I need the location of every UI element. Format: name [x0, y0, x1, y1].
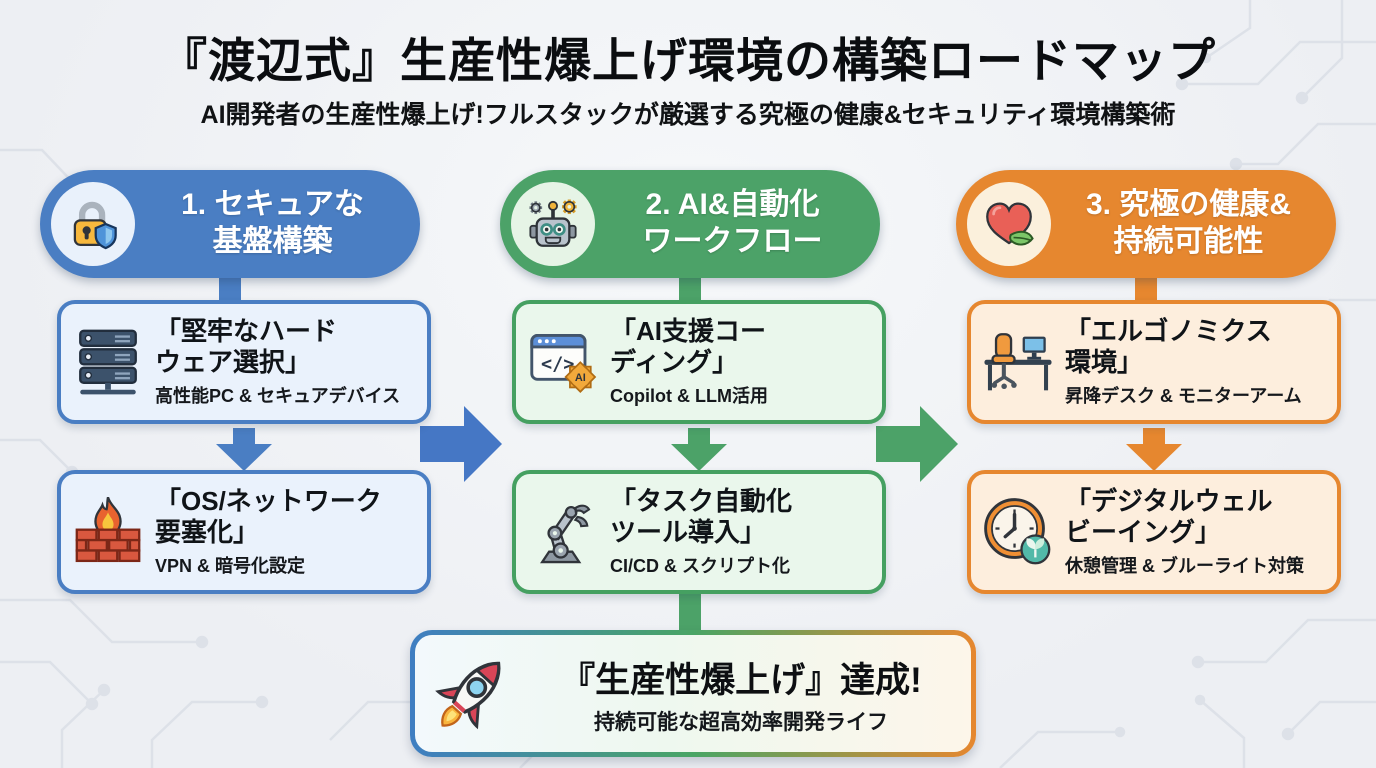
- step-box-task-automation-text: 「タスク自動化 ツール導入」 CI/CD & スクリプト化: [610, 486, 793, 576]
- connector-box-to-goal: [679, 592, 701, 634]
- page-title: 『渡辺式』生産性爆上げ環境の構築ロードマップ: [160, 34, 1216, 87]
- right-arrow-col2-to-col3: [876, 406, 958, 482]
- step-box-os-network: 「OS/ネットワーク 要塞化」 VPN & 暗号化設定: [57, 470, 431, 594]
- phase-pill-3-health-sustainability: 3. 究極の健康& 持続可能性: [956, 170, 1336, 278]
- step-box-ai-coding-text: 「AI支援コー ディング」 Copilot & LLM活用: [610, 316, 768, 406]
- step-box-ergonomics-text: 「エルゴノミクス 環境」 昇降デスク & モニターアーム: [1065, 316, 1302, 406]
- down-arrow-col1: [216, 428, 272, 471]
- step-box-ai-coding: </> AI 「AI支援コー ディング」 Copilot & LLM活用: [512, 300, 886, 424]
- goal-banner-inner: 『生産性爆上げ』達成! 持続可能な超高効率開発ライフ: [415, 635, 971, 752]
- firewall-icon: [61, 495, 155, 569]
- step-box-hardware-text: 「堅牢なハード ウェア選択」 高性能PC & セキュアデバイス: [155, 316, 401, 406]
- ergonomics-icon: [971, 325, 1065, 399]
- server-icon: [61, 325, 155, 399]
- right-arrow-col1-to-col2: [420, 406, 502, 482]
- goal-banner: 『生産性爆上げ』達成! 持続可能な超高効率開発ライフ: [410, 630, 976, 757]
- svg-text:AI: AI: [575, 372, 586, 384]
- svg-text:</>: </>: [541, 354, 574, 375]
- step-box-os-network-text: 「OS/ネットワーク 要塞化」 VPN & 暗号化設定: [155, 486, 382, 576]
- clock-leaf-icon: [971, 495, 1065, 569]
- step-box-hardware: 「堅牢なハード ウェア選択」 高性能PC & セキュアデバイス: [57, 300, 431, 424]
- phase-pill-1-secure-foundation: 1. セキュアな 基盤構築: [40, 170, 420, 278]
- step-box-task-automation: 「タスク自動化 ツール導入」 CI/CD & スクリプト化: [512, 470, 886, 594]
- heart-leaf-icon: [967, 182, 1051, 266]
- goal-text: 『生産性爆上げ』達成! 持続可能な超高効率開発ライフ: [527, 652, 971, 736]
- phase-pill-1-label: 1. セキュアな 基盤構築: [181, 188, 364, 258]
- goal-title: 『生産性爆上げ』達成!: [560, 660, 922, 700]
- robot-icon: [511, 182, 595, 266]
- phase-pill-3-label: 3. 究極の健康& 持続可能性: [1085, 188, 1292, 258]
- page-subtitle: AI開発者の生産性爆上げ!フルスタックが厳選する究極の健康&セキュリティ環境構築…: [200, 101, 1176, 129]
- robot-arm-icon: [516, 495, 610, 569]
- phase-pill-2-label: 2. AI&自動化 ワークフロー: [642, 188, 823, 258]
- rocket-icon: [415, 648, 527, 740]
- step-box-ergonomics: 「エルゴノミクス 環境」 昇降デスク & モニターアーム: [967, 300, 1341, 424]
- down-arrow-col2: [671, 428, 727, 471]
- goal-subtitle: 持続可能な超高効率開発ライフ: [594, 710, 888, 734]
- down-arrow-col3: [1126, 428, 1182, 471]
- phase-pill-2-ai-automation: 2. AI&自動化 ワークフロー: [500, 170, 880, 278]
- step-box-digital-wellbeing: 「デジタルウェル ビーイング」 休憩管理 & ブルーライト対策: [967, 470, 1341, 594]
- lock-shield-icon: [51, 182, 135, 266]
- ai-code-icon: </> AI: [516, 325, 610, 399]
- step-box-digital-wellbeing-text: 「デジタルウェル ビーイング」 休憩管理 & ブルーライト対策: [1065, 486, 1304, 576]
